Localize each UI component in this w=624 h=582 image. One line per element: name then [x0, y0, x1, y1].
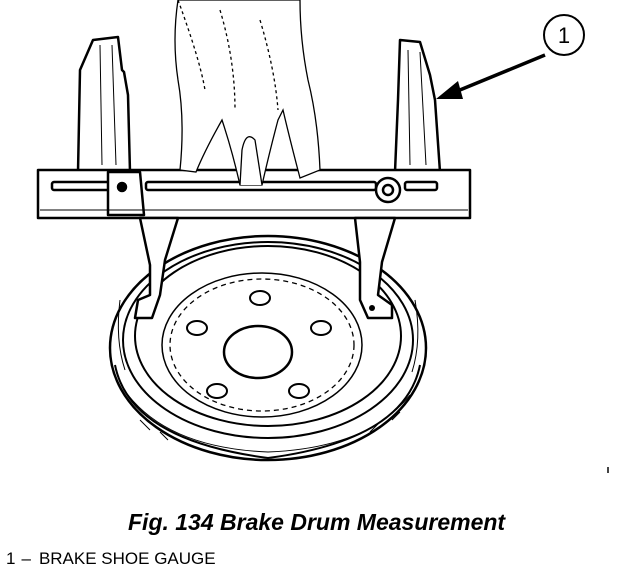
figure-caption: Fig. 134 Brake Drum Measurement — [128, 509, 506, 535]
hand-icon — [174, 0, 321, 186]
callout-number: 1 — [558, 23, 570, 48]
brake-shoe-gauge-icon — [36, 35, 472, 320]
legend-number: 1 — [6, 549, 16, 568]
legend-item: 1–BRAKE SHOE GAUGE — [6, 549, 216, 569]
leader-arrow-icon — [436, 53, 546, 99]
legend-separator: – — [21, 549, 31, 568]
callout-1: 1 — [543, 14, 585, 56]
brake-drum-icon — [108, 234, 428, 462]
legend-label: BRAKE SHOE GAUGE — [38, 549, 216, 568]
scan-mark — [607, 467, 609, 473]
